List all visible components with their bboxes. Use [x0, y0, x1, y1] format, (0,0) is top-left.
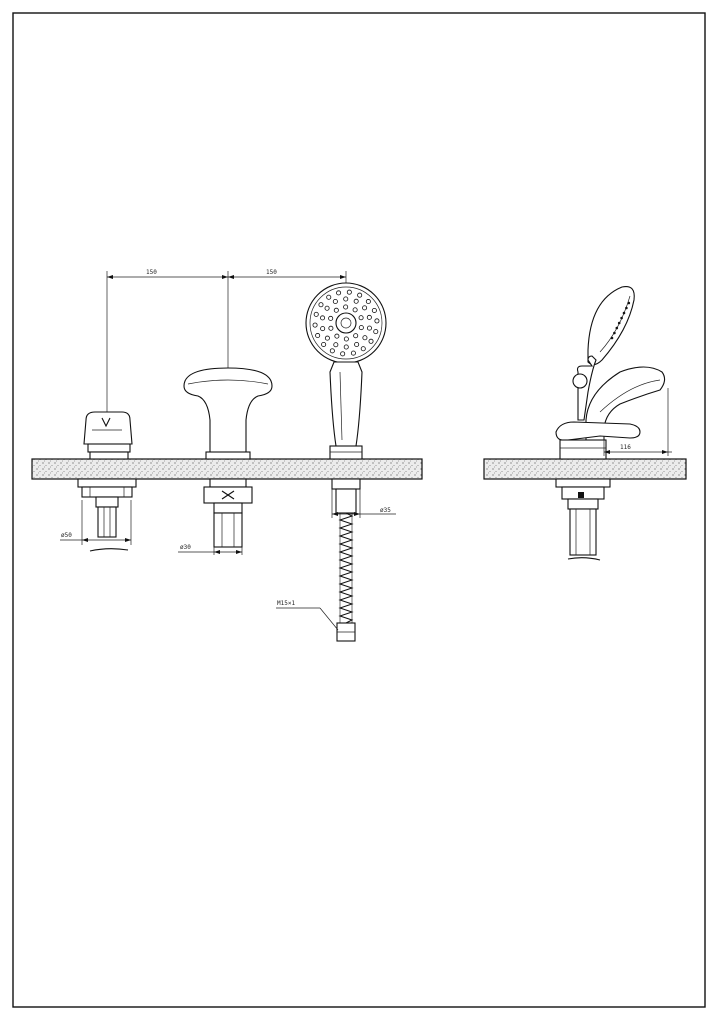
dim-150-right: 150	[266, 269, 277, 276]
bath-spout: ø30	[178, 367, 273, 555]
dim-thread: M15×1	[277, 600, 295, 607]
nozzle-hole	[326, 294, 332, 300]
shower-nozzles	[312, 289, 380, 357]
drawing-frame	[12, 12, 706, 1008]
nozzle-hole	[343, 304, 349, 310]
nozzle-hole	[320, 326, 326, 332]
nozzle-hole	[343, 344, 349, 350]
countertop-front	[31, 458, 423, 480]
nozzle-hole	[328, 325, 334, 331]
nozzle-hole	[357, 292, 363, 298]
nozzle-hole	[346, 289, 352, 295]
nozzle-hole	[334, 333, 340, 339]
side-nozzle	[617, 321, 621, 325]
nozzle-hole	[365, 299, 371, 305]
nozzle-hole	[353, 298, 359, 304]
side-nozzle	[627, 301, 631, 305]
front-view: 150 150 ø50	[31, 269, 423, 642]
nozzle-hole	[374, 318, 380, 324]
dim-dia-50: ø50	[61, 532, 72, 539]
dim-dia-35: ø35	[380, 507, 391, 514]
nozzle-hole	[333, 342, 339, 348]
nozzle-hole	[340, 351, 346, 357]
nozzle-hole	[313, 311, 319, 317]
nozzle-hole	[312, 322, 318, 328]
side-view: 116	[483, 285, 687, 561]
side-nozzles	[610, 301, 631, 340]
nozzle-hole	[332, 298, 338, 304]
nozzle-hole	[336, 290, 342, 296]
flex-hose	[338, 512, 354, 624]
nozzle-hole	[343, 296, 349, 302]
side-nozzle	[625, 306, 628, 310]
dim-116: 116	[620, 444, 631, 451]
nozzle-hole	[366, 314, 372, 320]
side-nozzle	[620, 316, 623, 320]
nozzle-hole	[343, 336, 349, 342]
hose-coil	[338, 512, 354, 624]
countertop-side	[483, 458, 687, 480]
nozzle-hole	[328, 315, 334, 321]
side-nozzle	[613, 331, 616, 335]
dim-150-left: 150	[146, 269, 157, 276]
dim-dia-30: ø30	[180, 544, 191, 551]
nozzle-hole	[358, 325, 364, 331]
nozzle-hole	[366, 325, 372, 331]
nozzle-hole	[329, 348, 335, 354]
nozzle-hole	[362, 335, 368, 341]
hand-shower: ø35 M15×1	[276, 282, 396, 642]
side-nozzle	[615, 326, 619, 330]
nozzle-hole	[324, 305, 330, 311]
nozzle-hole	[333, 307, 339, 313]
side-nozzle	[622, 311, 626, 315]
nozzle-hole	[362, 305, 368, 311]
nozzle-hole	[354, 342, 360, 348]
nozzle-hole	[360, 346, 366, 352]
nozzle-hole	[368, 338, 374, 344]
nozzle-hole	[373, 329, 379, 335]
nozzle-hole	[350, 350, 356, 356]
nozzle-hole	[353, 333, 359, 339]
nozzle-hole	[324, 335, 330, 341]
left-valve: ø50	[60, 411, 137, 552]
side-nozzle	[610, 336, 614, 340]
nozzle-hole	[318, 302, 324, 308]
nozzle-hole	[320, 315, 326, 321]
nozzle-hole	[358, 315, 364, 321]
nozzle-hole	[352, 307, 358, 313]
nozzle-hole	[371, 307, 377, 313]
nozzle-hole	[315, 333, 321, 339]
nozzle-hole	[321, 341, 327, 347]
